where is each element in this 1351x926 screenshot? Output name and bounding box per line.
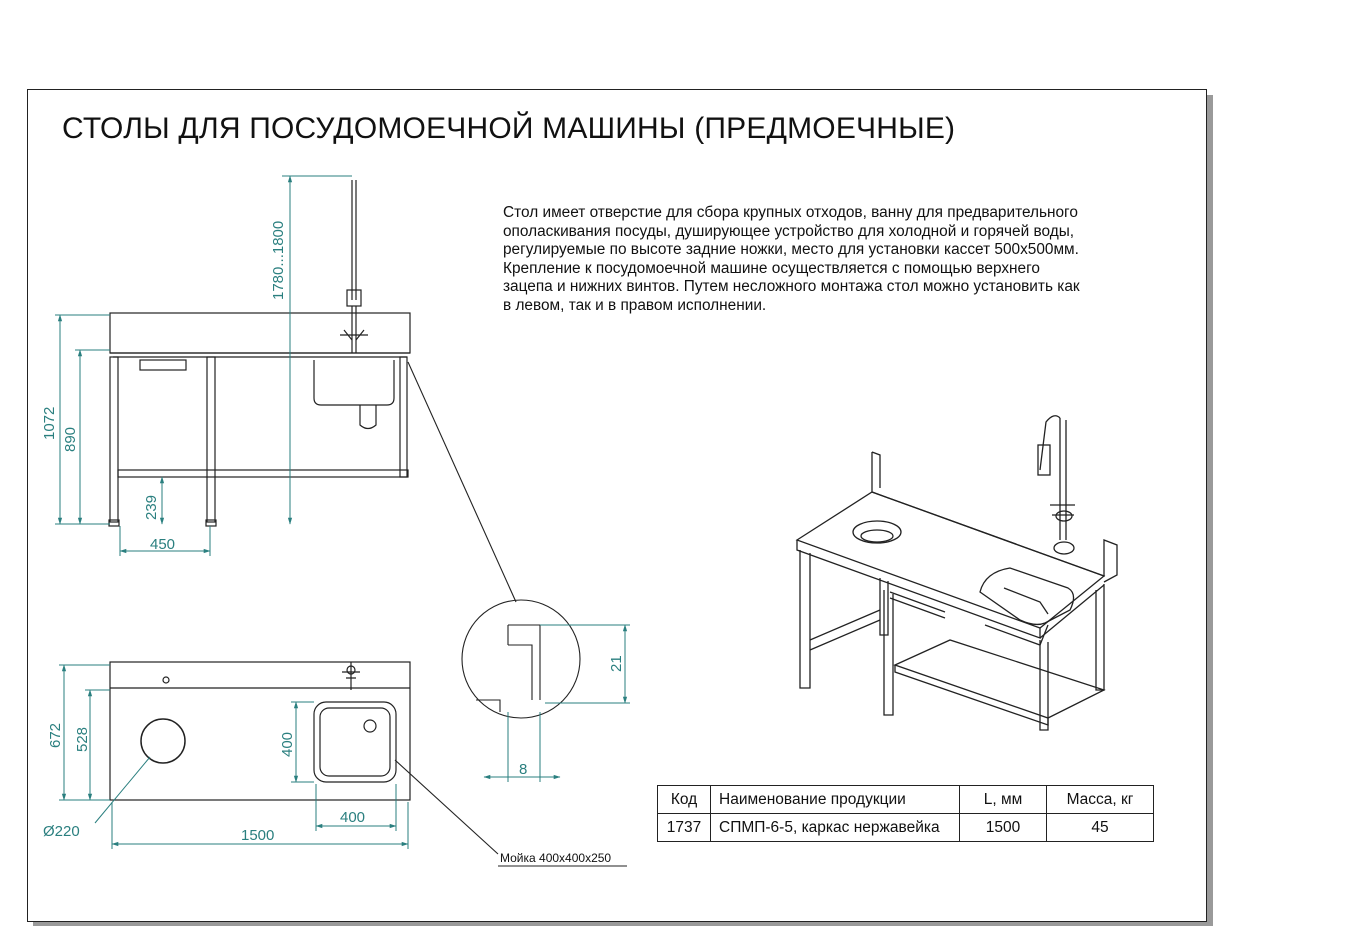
front-dimensions: [55, 175, 352, 556]
table-cell-mass: 45: [1046, 813, 1154, 842]
description-line: ополаскивания посуды, душирующее устройс…: [503, 222, 1075, 240]
description-line: в левом, так и в правом исполнении.: [503, 296, 767, 314]
table-header-row: Код Наименование продукции L, мм Масса, …: [657, 785, 1154, 814]
dim-hole-diameter: Ø220: [43, 823, 80, 840]
description-line: регулируемые по высоте задние ножки, мес…: [503, 241, 1079, 258]
dim-sink-horizontal: 400: [340, 809, 365, 826]
description-line: Стол имеет отверстие для сбора крупных о…: [503, 204, 1078, 221]
table-header-cell: Масса, кг: [1046, 785, 1154, 814]
detail-view: [394, 361, 627, 867]
dim-shelf-height: 239: [143, 495, 160, 520]
dim-leg-spacing: 450: [150, 536, 175, 553]
dim-table-height: 890: [62, 427, 79, 452]
table-row: 1737 СПМП-6-5, каркас нержавейка 1500 45: [657, 813, 1154, 842]
page-title: СТОЛЫ ДЛЯ ПОСУДОМОЕЧНОЙ МАШИНЫ (ПРЕДМОЕЧ…: [62, 112, 956, 145]
isometric-view: [795, 415, 1118, 731]
table-header-cell: Наименование продукции: [710, 785, 960, 814]
table-cell-length: 1500: [959, 813, 1047, 842]
dim-detail-height: 21: [608, 655, 625, 672]
dim-inner-depth: 528: [74, 727, 91, 752]
table-header-cell: Код: [657, 785, 711, 814]
dim-total-height: 1072: [41, 407, 58, 440]
top-view: [109, 661, 411, 801]
detail-dimensions: [483, 624, 630, 782]
table-cell-code: 1737: [657, 813, 711, 842]
table-header-cell: L, мм: [959, 785, 1047, 814]
dim-detail-width: 8: [519, 761, 527, 778]
sink-callout-label: Мойка 400х400х250: [500, 851, 611, 865]
front-view: [108, 180, 411, 527]
top-dimensions: [59, 664, 409, 849]
description: Стол имеет отверстие для сбора крупных о…: [503, 204, 1153, 315]
description-line: зацепа и нижних винтов. Путем несложного…: [503, 278, 1080, 295]
drawing-sheet: [27, 89, 1207, 922]
dim-depth: 672: [47, 723, 64, 748]
dim-faucet-height: 1780...1800: [270, 221, 287, 300]
dim-sink-vertical: 400: [279, 732, 296, 757]
dim-length: 1500: [241, 827, 274, 844]
table-cell-name: СПМП-6-5, каркас нержавейка: [710, 813, 960, 842]
product-table: Код Наименование продукции L, мм Масса, …: [657, 785, 1154, 842]
description-line: Крепление к посудомоечной машине осущест…: [503, 259, 1040, 277]
